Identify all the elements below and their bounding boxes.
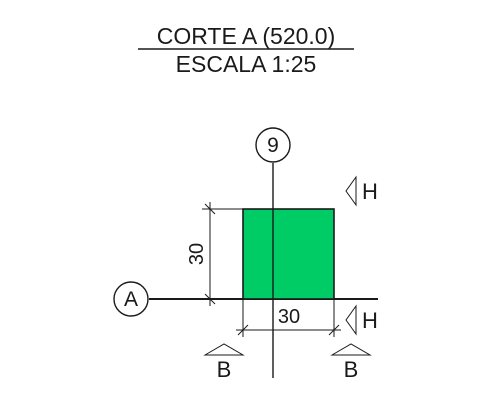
section-arrow-top-icon: [345, 175, 357, 207]
grid-bubble-a: [113, 281, 149, 317]
section-arrow-b-left-icon: [203, 343, 245, 356]
grid-label-a: A: [124, 288, 138, 311]
height-tick-top: [204, 203, 216, 215]
section-mark-top: H: [362, 179, 378, 204]
scale-label: ESCALA 1:25: [176, 51, 317, 77]
section-mark-b-left: B: [217, 357, 232, 382]
column-section: [242, 208, 335, 300]
grid-bubble-9: [255, 127, 291, 163]
width-tick-right: [328, 324, 340, 336]
height-tick-bottom: [204, 293, 216, 305]
section-title: CORTE A (520.0): [157, 23, 336, 49]
section-arrow-bottom-icon: [345, 304, 357, 336]
section-mark-bottom: H: [362, 308, 378, 333]
width-dimension-text: 30: [278, 306, 300, 328]
section-arrow-b-right-icon: [330, 343, 372, 356]
height-dimension-text: 30: [186, 243, 208, 265]
grid-label-9: 9: [267, 134, 279, 157]
section-mark-b-right: B: [344, 357, 359, 382]
width-tick-left: [237, 324, 249, 336]
